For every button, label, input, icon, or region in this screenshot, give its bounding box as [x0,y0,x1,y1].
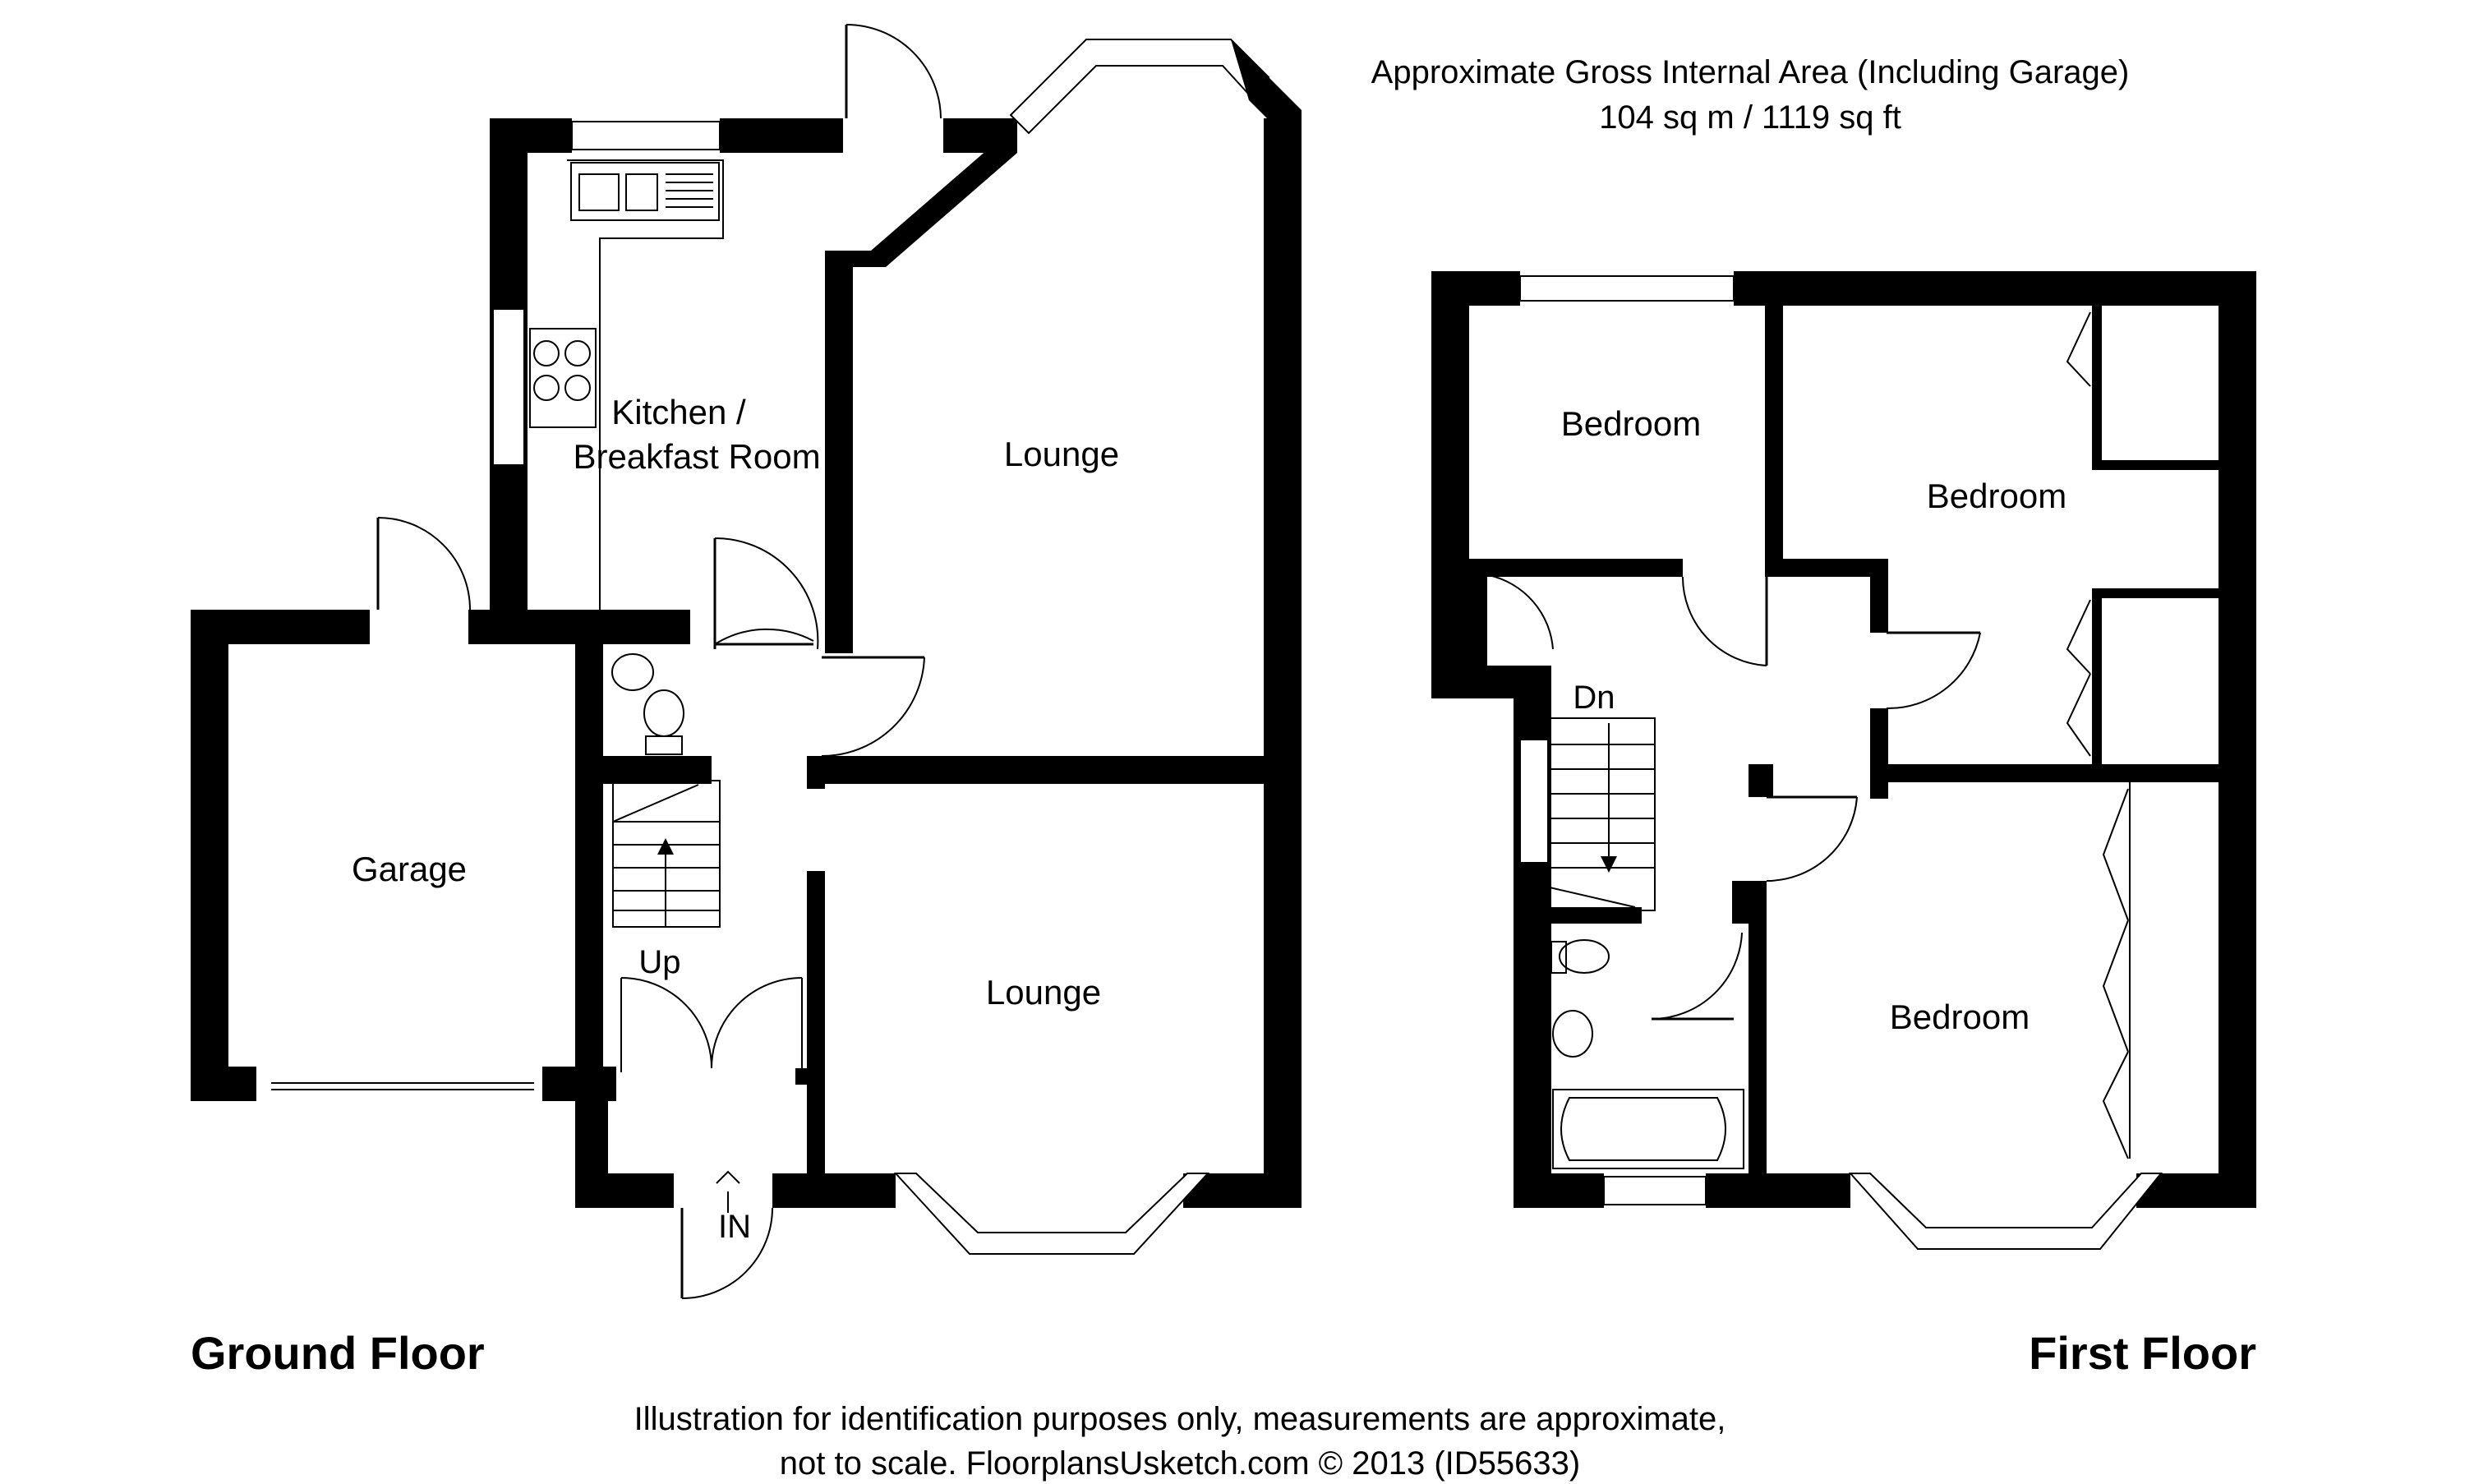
back-door [845,24,942,119]
lounge-front-label: Lounge [986,973,1101,1012]
ground-floor-plan: Kitchen / Breakfast Room Lounge Lounge G… [191,24,1302,1299]
garage-label: Garage [352,850,467,888]
bedroom-front-label: Bedroom [1890,998,2030,1036]
stairs-up-label: Up [638,944,680,980]
basin-icon [1552,1010,1593,1058]
cloakroom-fittings [611,653,684,755]
area-value: 104 sq m / 1119 sq ft [1599,99,1901,136]
kitchen-walls [490,118,1017,653]
bathroom-fittings [1550,939,1744,1169]
wardrobes [2066,306,2218,1159]
stairs-down [1549,717,1656,911]
kitchen-fittings [529,159,724,624]
toilet-icon [643,689,684,737]
kitchen-label-line2: Breakfast Room [573,437,820,476]
stairs-down-label: Dn [1573,680,1615,716]
entrance-label: IN [718,1209,751,1245]
internal-doors [713,537,925,758]
bedroom-rear-left-label: Bedroom [1561,404,1701,443]
front-hall-doors [620,977,803,1072]
toilet-icon [1559,939,1610,974]
first-floor-plan: Bedroom Bedroom Bedroom Dn [1431,271,2256,1250]
entrance-door [680,1170,773,1299]
first-floor-internal-walls [1469,306,2256,1173]
rear-lounge-walls [823,39,1302,1208]
ground-floor-title: Ground Floor [191,1327,485,1379]
hob-icon [529,328,597,428]
bedroom-rear-right-label: Bedroom [1927,477,2066,515]
disclaimer-line1: Illustration for identification purposes… [634,1401,1726,1437]
first-floor-doors [1488,574,1981,1021]
bath-icon [1552,1089,1744,1169]
garage-door [376,517,471,611]
front-lounge-walls [772,871,1302,1255]
first-floor-title: First Floor [2029,1327,2256,1379]
sink-icon [570,162,720,221]
first-floor-outer-walls [1431,271,2256,1250]
basin-icon [611,653,654,691]
hall-walls [575,644,825,1208]
lounge-rear-label: Lounge [1004,435,1119,473]
stairs-up [612,780,721,928]
area-heading: Approximate Gross Internal Area (Includi… [1371,54,2130,90]
disclaimer-line2: not to scale. FloorplansUsketch.com © 20… [780,1445,1580,1482]
kitchen-label-line1: Kitchen / [611,393,746,431]
